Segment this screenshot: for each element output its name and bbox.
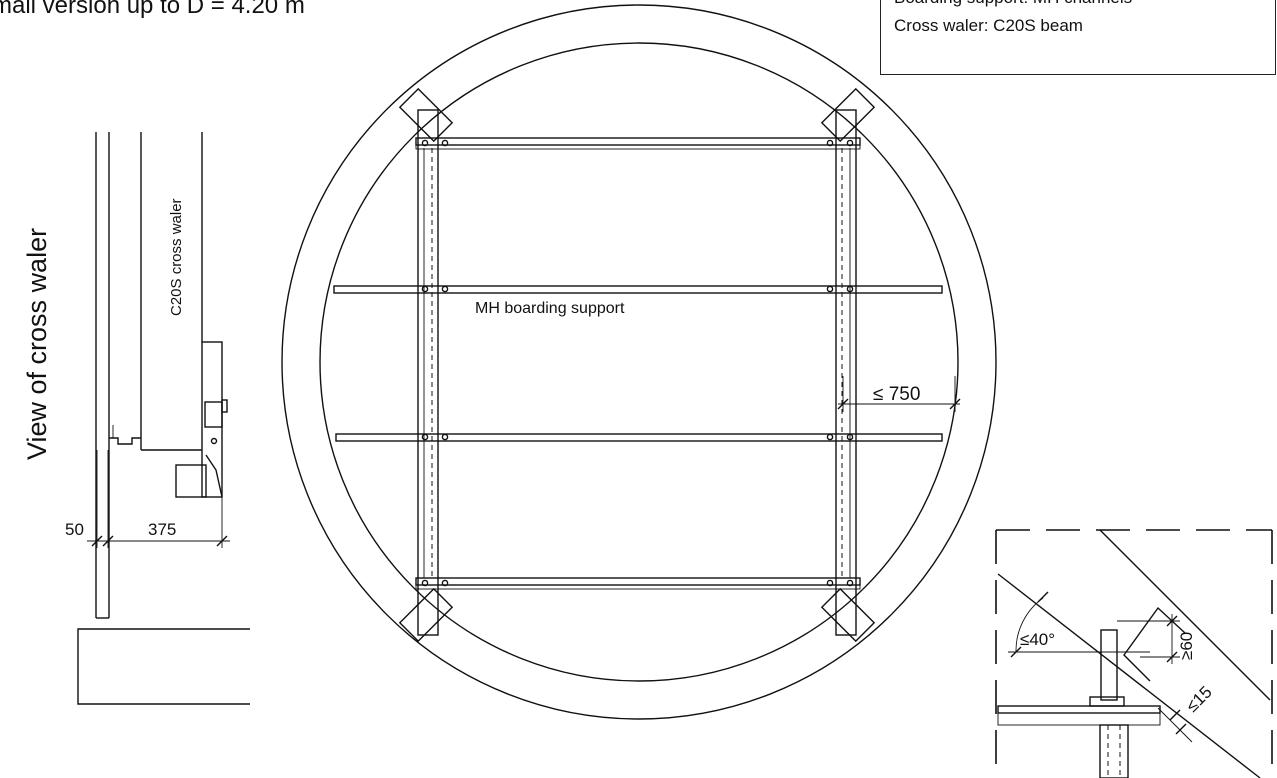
overlap-dimension (1117, 614, 1180, 664)
overlap-dim-text: ≥60 (1177, 632, 1196, 660)
base-member (77, 628, 250, 705)
bolts (421, 139, 854, 587)
inner-ring (319, 42, 959, 682)
detail-view: ≤40° ≥60 ≤15 (995, 529, 1273, 778)
dim-375: 375 (148, 520, 176, 539)
spacing-dimension (837, 376, 961, 412)
cross-waler-left (417, 109, 439, 636)
plan-view: MH boarding support ≤ 750 (281, 4, 997, 720)
boarding-support-4 (415, 577, 861, 590)
side-dimensions (87, 450, 230, 548)
drawing-heading: mall version up to D = 4.20 m (0, 0, 305, 19)
side-view-caption: View of cross waler (22, 228, 52, 460)
legend-line-waler: Cross waler: C20S beam (894, 16, 1083, 35)
gap-dimension (1157, 707, 1193, 743)
legend-box: Boarding support: MH channels Cross wale… (880, 0, 1276, 75)
corner-brackets (398, 87, 876, 643)
c20s-beam (109, 132, 203, 451)
spacing-dim-text: ≤ 750 (873, 384, 920, 405)
wall-skin (95, 132, 110, 619)
side-view: View of cross waler C20S cross waler (22, 132, 250, 705)
boarding-support-2 (333, 285, 943, 294)
legend-line-boarding: Boarding support: MH channels (894, 0, 1132, 8)
outer-ring (281, 4, 997, 720)
support-label: MH boarding support (475, 300, 625, 317)
beam-label: C20S cross waler (168, 198, 185, 316)
dim-50: 50 (65, 520, 84, 539)
clamp-hardware (175, 341, 228, 498)
angle-dimension (1008, 591, 1150, 658)
angle-dim-text: ≤40° (1020, 630, 1055, 649)
cross-waler-right (835, 109, 857, 636)
boarding-support-3 (335, 433, 943, 442)
gap-dim-text: ≤15 (1182, 682, 1215, 715)
boarding-support-1 (415, 137, 861, 150)
